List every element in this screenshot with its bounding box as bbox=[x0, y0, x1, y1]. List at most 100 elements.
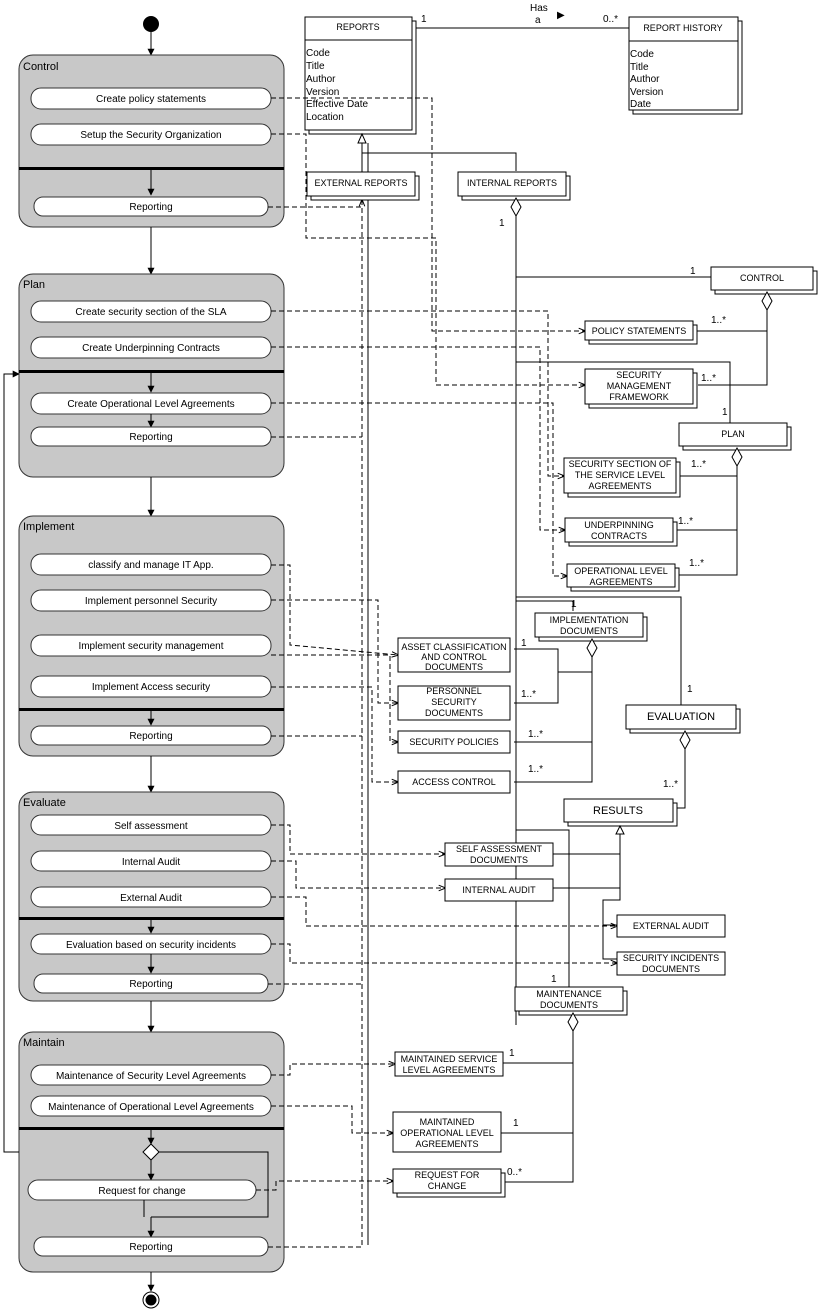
activity-label: Implement Access security bbox=[92, 682, 210, 693]
mult-access: 1..* bbox=[528, 764, 543, 775]
label-line: SECURITY INCIDENTS bbox=[623, 953, 719, 963]
phase-evaluate-title: Evaluate bbox=[23, 797, 66, 809]
mult-internal-reports: 1 bbox=[499, 218, 505, 229]
phase-maintain-title: Maintain bbox=[23, 1037, 65, 1049]
label-line: DOCUMENTS bbox=[540, 1000, 598, 1010]
class-external-audit-label: EXTERNAL AUDIT bbox=[633, 921, 710, 931]
class-request-for-change: REQUEST FOR CHANGE bbox=[392, 1168, 506, 1198]
class-access-control-label: ACCESS CONTROL bbox=[412, 777, 496, 787]
class-control: CONTROL bbox=[710, 266, 818, 295]
label-line: DOCUMENTS bbox=[470, 855, 528, 865]
mult-policy: 1..* bbox=[711, 315, 726, 326]
composition-diamond bbox=[679, 729, 691, 751]
label-line: LEVEL AGREEMENTS bbox=[403, 1065, 496, 1075]
class-security-management-framework: SECURITY MANAGEMENT FRAMEWORK bbox=[584, 368, 698, 409]
mult-asset: 1 bbox=[521, 638, 527, 649]
generalization-triangle bbox=[615, 824, 625, 835]
label-line: OPERATIONAL LEVEL bbox=[574, 566, 668, 576]
attr-location: Location bbox=[306, 112, 344, 123]
class-asset-classification: ASSET CLASSIFICATION AND CONTROL DOCUMEN… bbox=[397, 637, 511, 673]
phase-control-title: Control bbox=[23, 61, 58, 73]
label-line: DOCUMENTS bbox=[560, 626, 618, 636]
attr-date: Date bbox=[630, 99, 652, 110]
label-line: SECURITY bbox=[616, 370, 662, 380]
direction-arrow-icon: ▶ bbox=[557, 10, 565, 21]
class-personnel-security: PERSONNEL SECURITY DOCUMENTS bbox=[397, 685, 511, 721]
composition-diamond bbox=[567, 1011, 579, 1033]
class-results: RESULTS bbox=[563, 798, 678, 827]
activity-label: Reporting bbox=[129, 731, 172, 742]
label-line: FRAMEWORK bbox=[609, 392, 669, 402]
class-maintained-sla: MAINTAINED SERVICE LEVEL AGREEMENTS bbox=[394, 1051, 504, 1077]
class-security-incidents-documents: SECURITY INCIDENTS DOCUMENTS bbox=[616, 951, 726, 976]
class-evaluation-label: EVALUATION bbox=[647, 711, 715, 723]
activity-label: Setup the Security Organization bbox=[80, 130, 221, 141]
composition-diamond bbox=[510, 196, 522, 218]
composition-diamond bbox=[731, 446, 743, 468]
class-results-label: RESULTS bbox=[593, 805, 643, 817]
dependency-arrows bbox=[256, 97, 617, 1248]
class-report-history-title: REPORT HISTORY bbox=[643, 23, 722, 33]
activity-label: Implement security management bbox=[78, 641, 223, 652]
class-plan-label: PLAN bbox=[721, 429, 745, 439]
activity-label: Create policy statements bbox=[96, 94, 206, 105]
activity-label: Create Operational Level Agreements bbox=[67, 399, 234, 410]
label-line: AGREEMENTS bbox=[588, 481, 651, 491]
mult-policies: 1..* bbox=[528, 729, 543, 740]
mult-control: 1 bbox=[690, 266, 696, 277]
label-line: DOCUMENTS bbox=[425, 662, 483, 672]
assoc-label-a: a bbox=[535, 15, 541, 26]
activity-label: Reporting bbox=[129, 432, 172, 443]
class-evaluation: EVALUATION bbox=[625, 704, 741, 734]
label-line: AGREEMENTS bbox=[415, 1139, 478, 1149]
mult-maintained-ola: 1 bbox=[513, 1118, 519, 1129]
mult-rfc: 0..* bbox=[507, 1167, 522, 1178]
activity-label: Create security section of the SLA bbox=[75, 307, 227, 318]
activity-label: Reporting bbox=[129, 202, 172, 213]
class-access-control: ACCESS CONTROL bbox=[397, 770, 511, 794]
fork-join-bar bbox=[19, 167, 284, 170]
class-internal-audit: INTERNAL AUDIT bbox=[444, 878, 554, 902]
label-line: AND CONTROL bbox=[421, 652, 487, 662]
phase-maintain: Maintain Maintenance of Security Level A… bbox=[18, 1031, 285, 1273]
label-line: UNDERPINNING bbox=[584, 520, 654, 530]
class-security-section-sla: SECURITY SECTION OF THE SERVICE LEVEL AG… bbox=[563, 457, 681, 498]
phase-plan-title: Plan bbox=[23, 279, 45, 291]
mult-implementation: 1 bbox=[571, 599, 577, 610]
label-line: PERSONNEL bbox=[426, 686, 482, 696]
activity-label: Self assessment bbox=[114, 821, 188, 832]
mult-personnel: 1..* bbox=[521, 689, 536, 700]
activity-implement-security-management[interactable] bbox=[30, 634, 272, 657]
label-line: ASSET CLASSIFICATION bbox=[401, 642, 506, 652]
activity-label: Evaluation based on security incidents bbox=[66, 940, 236, 951]
label-line: DOCUMENTS bbox=[642, 964, 700, 974]
attr-version: Version bbox=[630, 87, 663, 98]
label-line: CONTRACTS bbox=[591, 531, 647, 541]
class-implementation-documents: IMPLEMENTATION DOCUMENTS bbox=[534, 612, 648, 642]
class-external-reports: EXTERNAL REPORTS bbox=[306, 171, 420, 201]
mult-maintenance: 1 bbox=[551, 974, 557, 985]
mult-security-section: 1..* bbox=[691, 459, 706, 470]
class-plan: PLAN bbox=[678, 422, 792, 451]
attr-effective-date: Effective Date bbox=[306, 99, 369, 110]
activity-label: Internal Audit bbox=[122, 857, 181, 868]
mult-evaluation: 1 bbox=[687, 684, 693, 695]
class-policy-statements: POLICY STATEMENTS bbox=[584, 320, 698, 345]
mult-reports: 1 bbox=[421, 14, 427, 25]
label-line: AGREEMENTS bbox=[589, 577, 652, 587]
class-internal-reports-label: INTERNAL REPORTS bbox=[467, 178, 557, 188]
fork-join-bar bbox=[19, 708, 284, 711]
phase-control: Control Create policy statements Setup t… bbox=[18, 54, 285, 228]
label-line: OPERATIONAL LEVEL bbox=[400, 1128, 494, 1138]
activity-label: External Audit bbox=[120, 893, 182, 904]
fork-join-bar bbox=[19, 1127, 284, 1130]
assoc-label-has: Has bbox=[530, 3, 548, 14]
class-security-policies: SECURITY POLICIES bbox=[397, 730, 511, 754]
activity-label: Request for change bbox=[98, 1186, 186, 1197]
label-line: IMPLEMENTATION bbox=[550, 615, 629, 625]
class-external-audit: EXTERNAL AUDIT bbox=[616, 914, 726, 938]
mult-results: 1..* bbox=[663, 779, 678, 790]
class-internal-reports: INTERNAL REPORTS bbox=[457, 171, 571, 201]
fork-join-bar bbox=[19, 370, 284, 373]
